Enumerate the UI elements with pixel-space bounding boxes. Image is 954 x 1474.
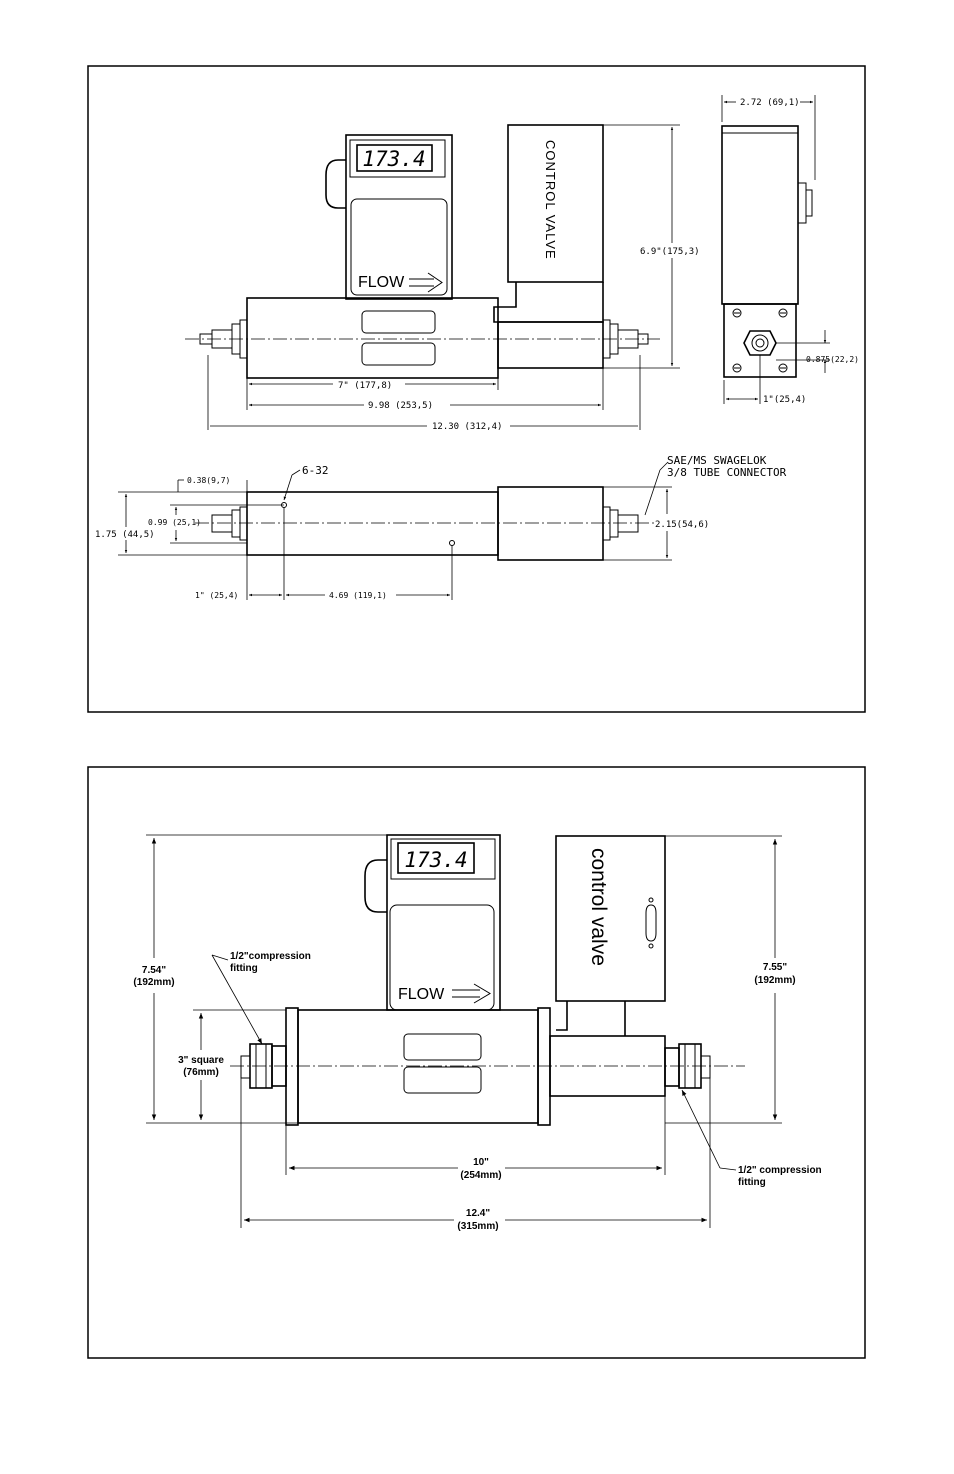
thread-label-6-32: 6-32 [302,464,329,477]
dim-height-6-9: 6.9"(175,3) [640,247,700,257]
fitting-right-line1: 1/2" compression [738,1165,822,1176]
dim-10in-2: (254mm) [460,1170,501,1181]
dim-left-height-2: (192mm) [133,977,174,988]
lcd-reading-2: 173.4 [404,848,467,872]
lcd-display-2 [397,842,475,874]
fitting-left-line2: fitting [230,963,258,974]
dim-right-height-1: 7.55" [763,962,787,973]
bottom-view: 6-32 0.38(9,7) 1.75 (44,5) 0.99 (25,1) 2… [95,454,787,600]
dim-12-4-2: (315mm) [457,1221,498,1232]
dim-left-height-1: 7.54" [142,965,166,976]
dim-square-2: (76mm) [183,1067,219,1078]
lcd-reading-1: 173.4 [362,147,425,171]
meter-housing-front: 173.4 FLOW [325,134,453,300]
dim-port-0-875: 0.875(22,2) [806,355,859,364]
dim-width-2-72: 2.72 (69,1) [740,98,800,108]
figure-2-frame [87,766,866,1359]
dim-square-1: 3" square [178,1055,224,1066]
dim-0-38: 0.38(9,7) [187,476,230,485]
figure-1-frame [87,65,866,713]
flow-label-2: FLOW [398,986,445,1003]
figure-2-technical-drawing: 173.4 FLOW control valve [87,766,866,1359]
dim-2-15: 2.15(54,6) [655,520,709,530]
connector-label-line2: 3/8 TUBE CONNECTOR [667,466,787,479]
flow-body-2 [230,1007,745,1126]
dim-1-75: 1.75 (44,5) [95,530,155,540]
dimensions-2: 7.54" (192mm) 7.55" (192mm) 3" square (7… [133,834,822,1232]
valve-label-1: CONTROL VALVE [543,140,558,260]
dim-bottom-1in: 1" (25,4) [195,591,238,600]
flow-arrow-icon [409,272,443,293]
dim-9-98: 9.98 (253,5) [368,401,433,411]
dim-side-1in: 1"(25,4) [763,395,806,405]
connector-label-line1: SAE/MS SWAGELOK [667,454,767,467]
mount-hole-2 [449,540,455,546]
dimensions-front: 7" (177,8) 9.98 (253,5) 12.30 (312,4) 6.… [207,124,700,432]
control-valve-2: control valve [555,835,666,1036]
fitting-right-line2: fitting [738,1177,766,1188]
lcd-display-1 [356,144,433,172]
flow-arrow-icon-2 [452,983,491,1004]
side-view: 2.72 (69,1) 0.875(22,2) 1"(25,4) [721,95,859,405]
control-valve-front: CONTROL VALVE [493,124,604,323]
valve-label-2: control valve [587,848,610,966]
dim-0-99: 0.99 (25,1) [148,518,201,527]
flow-label-1: FLOW [358,274,405,291]
figure-1-technical-drawing: 173.4 FLOW CONTROL VALVE [87,65,866,713]
flow-body-front [185,297,660,379]
dim-4-69: 4.69 (119,1) [329,591,387,600]
dim-7in: 7" (177,8) [338,381,392,391]
dim-12-4-1: 12.4" [466,1208,490,1219]
dim-right-height-2: (192mm) [754,975,795,986]
dim-10in-1: 10" [473,1157,489,1168]
meter-housing-2: 173.4 FLOW [364,834,501,1011]
dsub-connector-icon [645,904,657,942]
fitting-left-line1: 1/2"compression [230,951,311,962]
dim-12-30: 12.30 (312,4) [432,422,502,432]
